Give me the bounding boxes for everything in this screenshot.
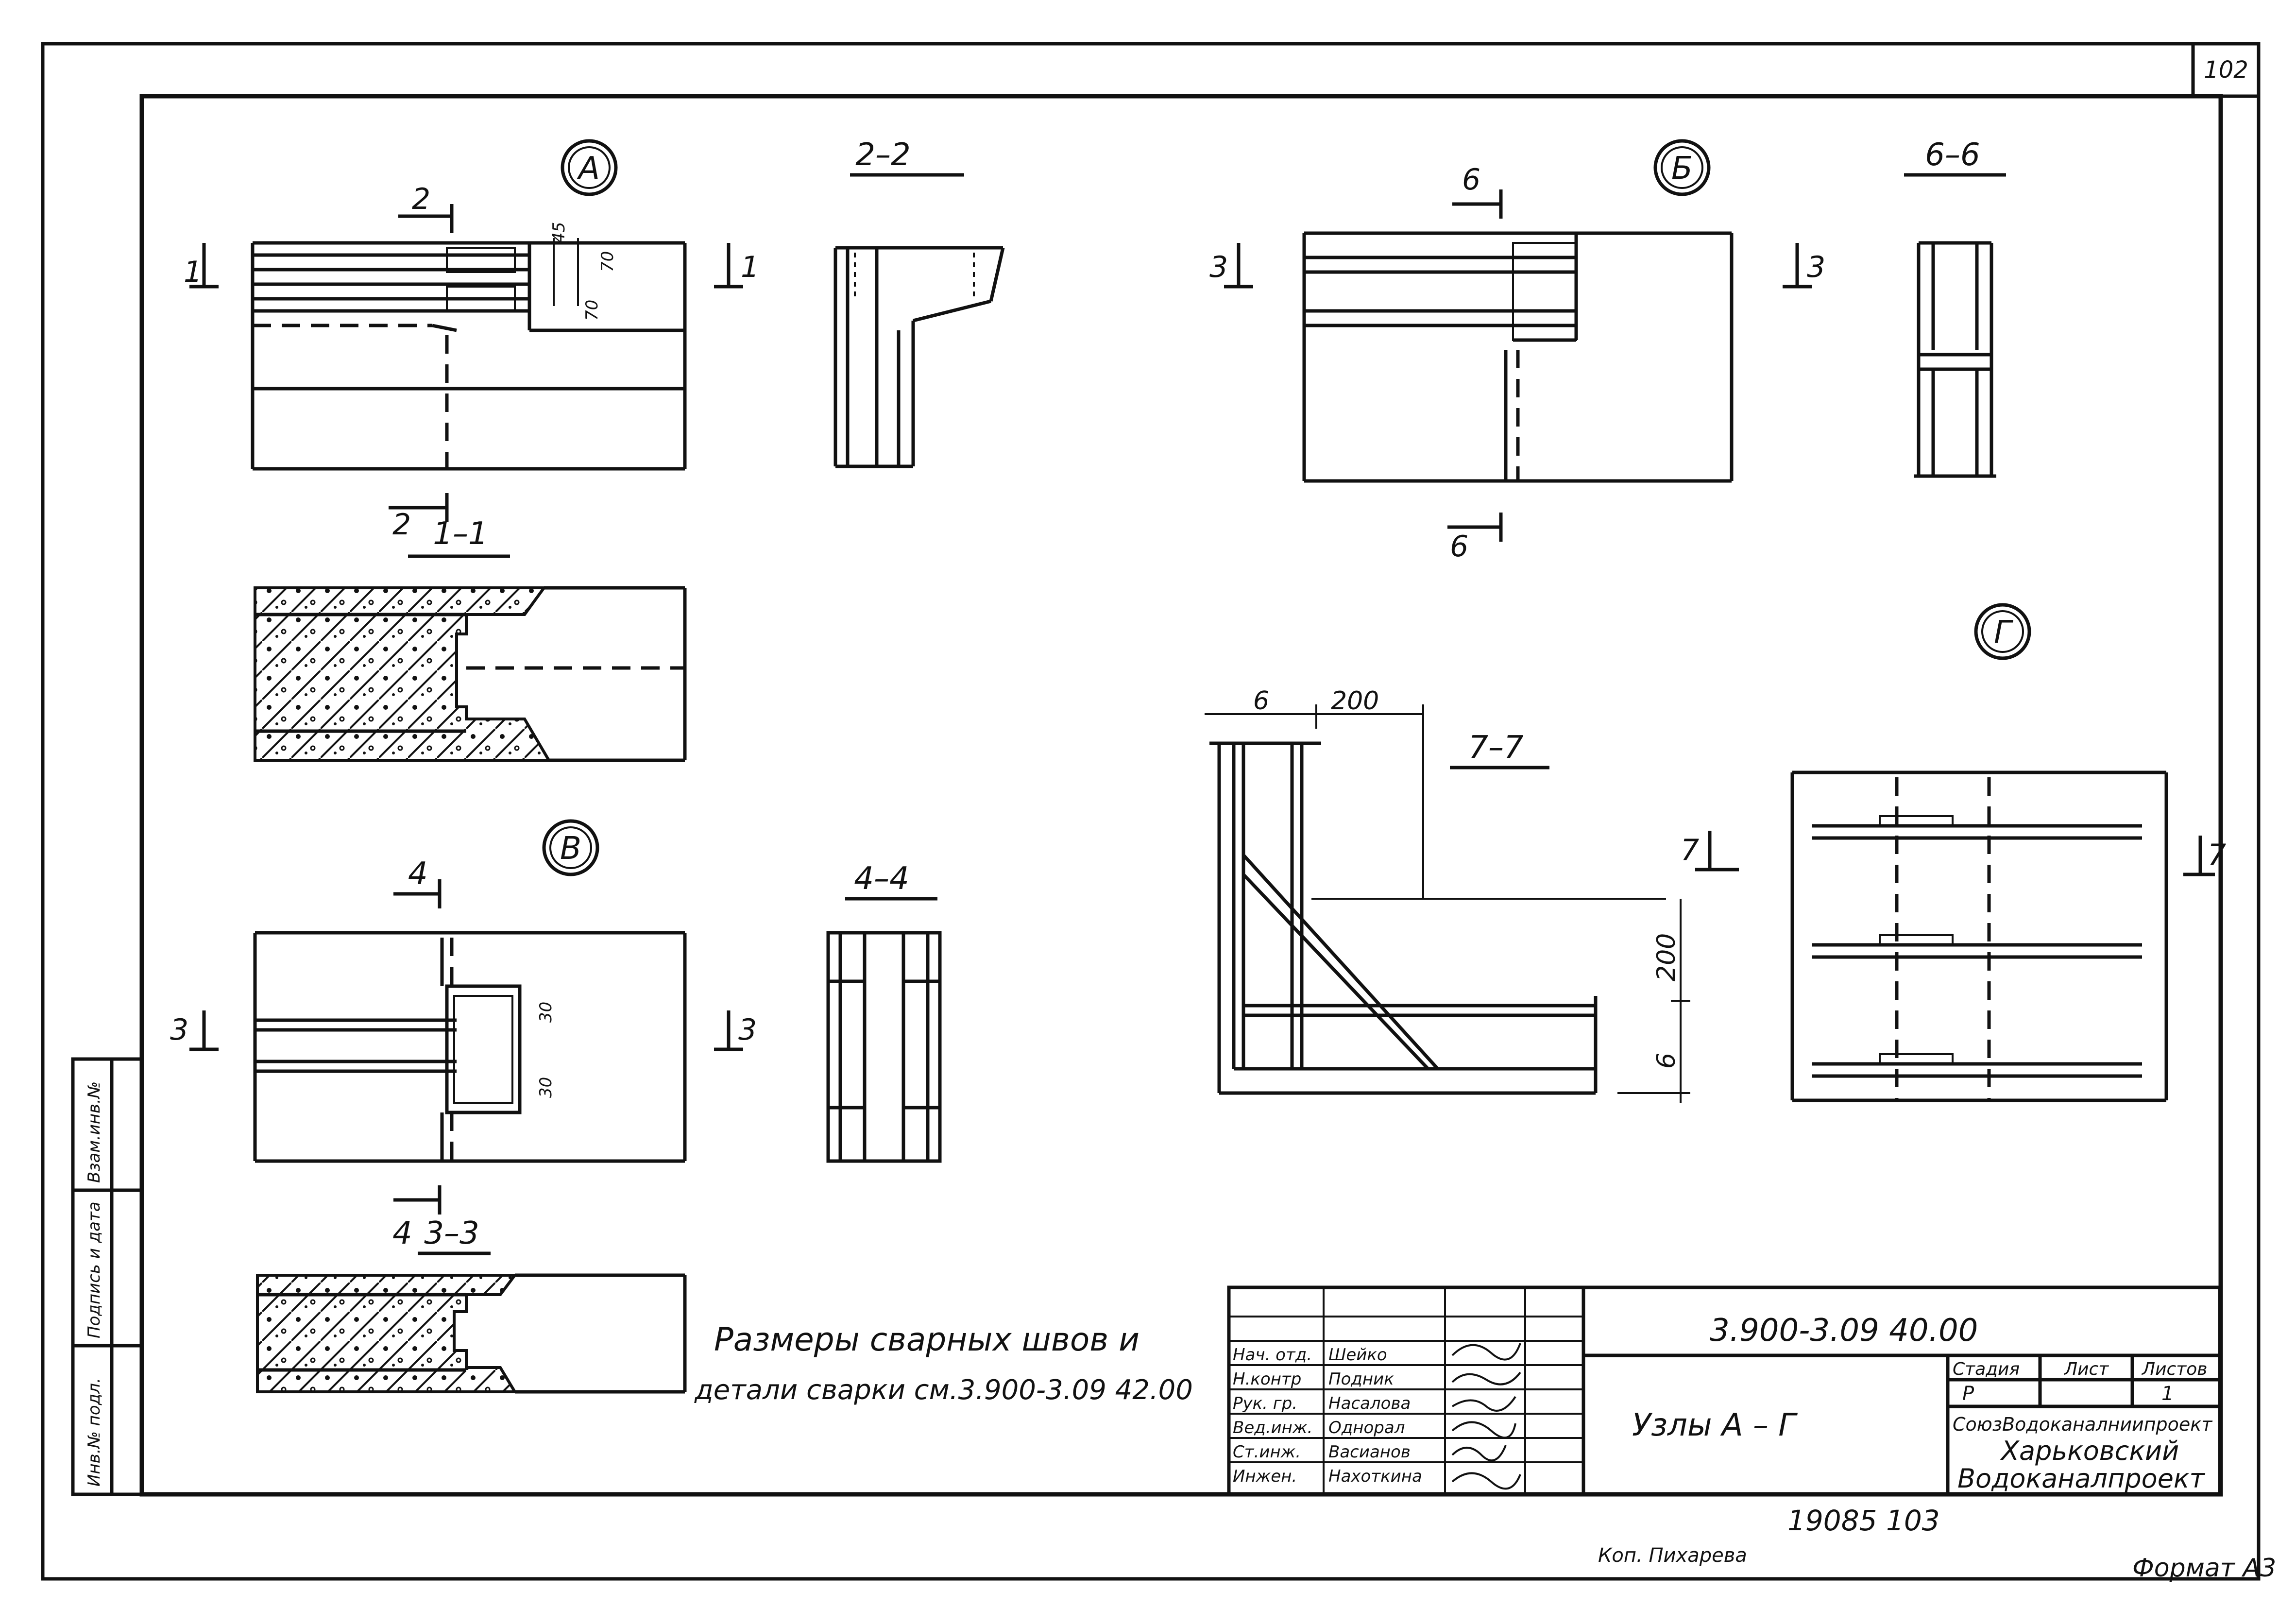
title-block: Нач. отд. Шейко Н.контр Подник Рук. гр. … — [1227, 1285, 2222, 1496]
note-line-1: Размеры сварных швов и — [714, 1321, 1139, 1358]
staff-role-5: Ст.инж. — [1233, 1442, 1301, 1462]
dim-a-70-left: 70 — [582, 300, 602, 321]
staff-name-2: Подник — [1328, 1369, 1394, 1389]
dim-a-45: 45 — [549, 222, 569, 243]
dim-g-6-right: 6 — [1652, 1053, 1681, 1069]
designation: 3.900-3.09 40.00 — [1710, 1313, 1978, 1349]
detail-b: Б 3 3 6 6 — [1209, 139, 1825, 564]
section-6-6: 6–6 — [1904, 137, 2006, 478]
staff-role-6: Инжен. — [1233, 1467, 1297, 1486]
sheets-header: Листов — [2141, 1359, 2207, 1379]
cut-6-top: 6 — [1462, 163, 1480, 197]
g-rebar-top — [1812, 815, 2142, 840]
section-1-1-label: 1–1 — [433, 516, 488, 552]
staff-name-3: Насалова — [1328, 1394, 1411, 1413]
detail-g-label: Г — [1994, 615, 2013, 650]
outer-frame — [41, 42, 2261, 1581]
cut-3-right-v: 3 — [738, 1013, 757, 1047]
cut-2-bottom: 2 — [392, 508, 411, 542]
section-1-1: 1–1 — [254, 516, 687, 762]
sheet-value: 1 — [2161, 1383, 2174, 1405]
staff-role-3: Рук. гр. — [1233, 1394, 1297, 1413]
cut-4-top: 4 — [408, 856, 428, 892]
stage-header: Стадия — [1953, 1359, 2020, 1379]
detail-a: А 45 70 70 1 1 2 2 — [184, 139, 759, 542]
org-line-1: СоюзВодоканалниипроект — [1953, 1414, 2213, 1435]
dim-v-30-bottom: 30 — [536, 1077, 556, 1098]
staff-name-1: Шейко — [1328, 1345, 1387, 1365]
dim-a-70-right: 70 — [598, 251, 617, 272]
g-rebar-bottom — [1812, 1053, 2142, 1078]
side-stamp-cell-3: Взам.инв.№ — [85, 1081, 104, 1183]
section-4-4: 4–4 — [826, 861, 942, 1163]
staff-name-5: Васианов — [1328, 1442, 1411, 1462]
org-line-3: Водоканалпроект — [1957, 1463, 2206, 1494]
staff-name-6: Нахоткина — [1328, 1467, 1422, 1486]
side-stamp: Инв.№ подл. Подпись и дата Взам.инв.№ — [71, 1057, 144, 1496]
detail-a-label: А — [577, 151, 600, 187]
cut-3-left-v: 3 — [170, 1013, 188, 1047]
page-number: 102 — [2204, 56, 2248, 84]
cut-2-top: 2 — [412, 182, 430, 216]
format-label: Формат А3 — [2132, 1554, 2276, 1583]
section-3-3: 3–3 — [256, 1215, 687, 1394]
drawing-title: Узлы А – Г — [1632, 1407, 1798, 1443]
staff-role-1: Нач. отд. — [1233, 1345, 1312, 1365]
detail-g: Г 7 — [1790, 603, 2226, 1102]
cut-1-left: 1 — [184, 255, 202, 289]
section-7-7-label: 7–7 — [1468, 730, 1524, 766]
section-2-2-label: 2–2 — [855, 137, 910, 173]
note-line-2: детали сварки см.3.900-3.09 42.00 — [694, 1374, 1193, 1406]
section-7-7: 7–7 6 200 200 6 7 — [1205, 686, 1739, 1103]
detail-b-label: Б — [1671, 151, 1693, 187]
detail-v: В 30 30 3 3 4 4 — [170, 819, 757, 1251]
dim-g-200-right: 200 — [1652, 933, 1681, 981]
dim-g-6-top: 6 — [1253, 686, 1269, 716]
archive-number: 19085 103 — [1787, 1504, 1940, 1537]
org-line-2: Харьковский — [2000, 1436, 2179, 1466]
side-stamp-cell-1: Инв.№ подл. — [85, 1378, 104, 1487]
welding-note: Размеры сварных швов и детали сварки см.… — [694, 1321, 1193, 1406]
staff-role-2: Н.контр — [1233, 1369, 1301, 1389]
cut-3-right-b: 3 — [1807, 250, 1825, 284]
section-6-6-label: 6–6 — [1925, 137, 1980, 173]
g-rebar-middle — [1812, 934, 2142, 959]
dim-g-200-top: 200 — [1331, 686, 1379, 716]
staff-role-4: Вед.инж. — [1233, 1418, 1312, 1437]
signatures — [1451, 1343, 1521, 1490]
stage-value: Р — [1962, 1383, 1974, 1405]
cut-1-right: 1 — [741, 250, 759, 284]
cut-3-left-b: 3 — [1209, 250, 1228, 284]
sheet-header: Лист — [2063, 1359, 2109, 1379]
section-2-2: 2–2 — [833, 137, 1005, 468]
cut-7-right: 7 — [2208, 838, 2226, 872]
copied-by: Коп. Пихарева — [1598, 1544, 1747, 1567]
section-3-3-label: 3–3 — [424, 1215, 479, 1251]
cut-4-bottom: 4 — [392, 1215, 412, 1251]
dim-v-30-top: 30 — [536, 1002, 556, 1023]
side-stamp-cell-2: Подпись и дата — [85, 1201, 104, 1338]
cut-7-left: 7 — [1681, 833, 1699, 867]
staff-name-4: Однорал — [1328, 1418, 1405, 1437]
section-4-4-label: 4–4 — [854, 861, 909, 897]
detail-v-label: В — [560, 831, 581, 867]
cut-6-bottom: 6 — [1450, 530, 1468, 564]
